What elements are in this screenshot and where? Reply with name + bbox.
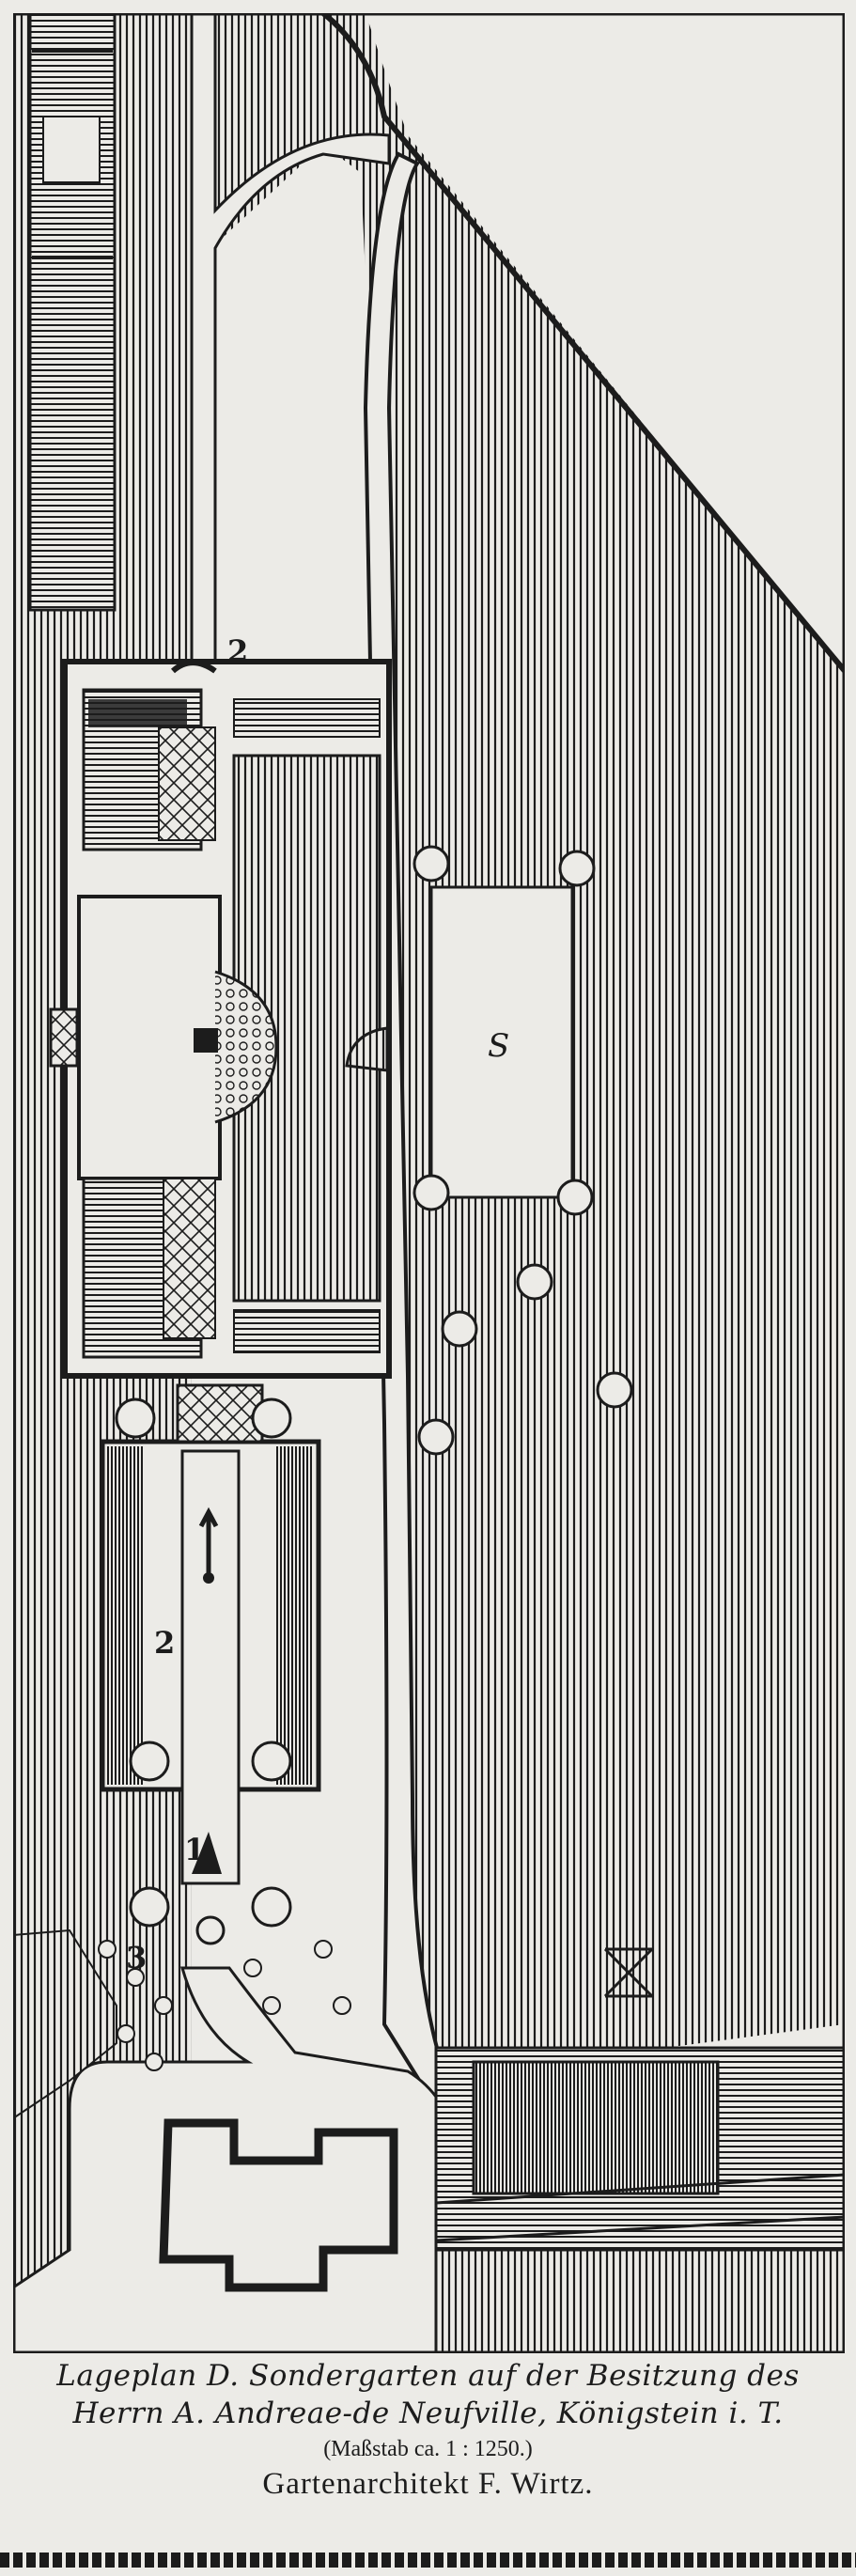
plan-border [13,13,845,2353]
main-drive [363,151,459,2101]
caption-architect: Gartenarchitekt F. Wirtz. [262,2467,594,2501]
lawn-mark: S [488,1027,509,1065]
figure-caption: Lageplan D. Sondergarten auf der Besitzu… [0,2357,856,2504]
small-shrubs [98,1940,351,2071]
plan-label-2-south: 2 [154,1625,175,1661]
tennis-court: S [429,885,574,1199]
bottom-rule [0,2553,856,2568]
southwest-meadow [13,1928,117,2120]
caption-scale: (Maßstab ca. 1 : 1250.) [323,2437,533,2461]
formal-garden [49,659,392,1379]
plan-label-2-north: 2 [227,633,248,669]
caption-title: Lageplan D. Sondergarten auf der Besitzu… [56,2359,800,2393]
tree-circles [115,845,669,2353]
plan-labels: 1 2 2 3 [126,633,248,1975]
sunken-garden [100,1383,321,1885]
north-east-edge [321,13,845,673]
plan-label-1: 1 [184,1832,205,1867]
site-plan: S [13,13,845,2353]
villa-house [159,2118,398,2292]
garden-arbor [603,1947,654,1998]
northern-path [190,13,391,664]
orchard-rows [434,2046,845,2353]
plan-label-3: 3 [126,1940,147,1975]
kitchen-garden-strip [28,13,117,612]
caption-owner: Herrn A. Andreae-de Neufville, Königstei… [72,2396,784,2430]
